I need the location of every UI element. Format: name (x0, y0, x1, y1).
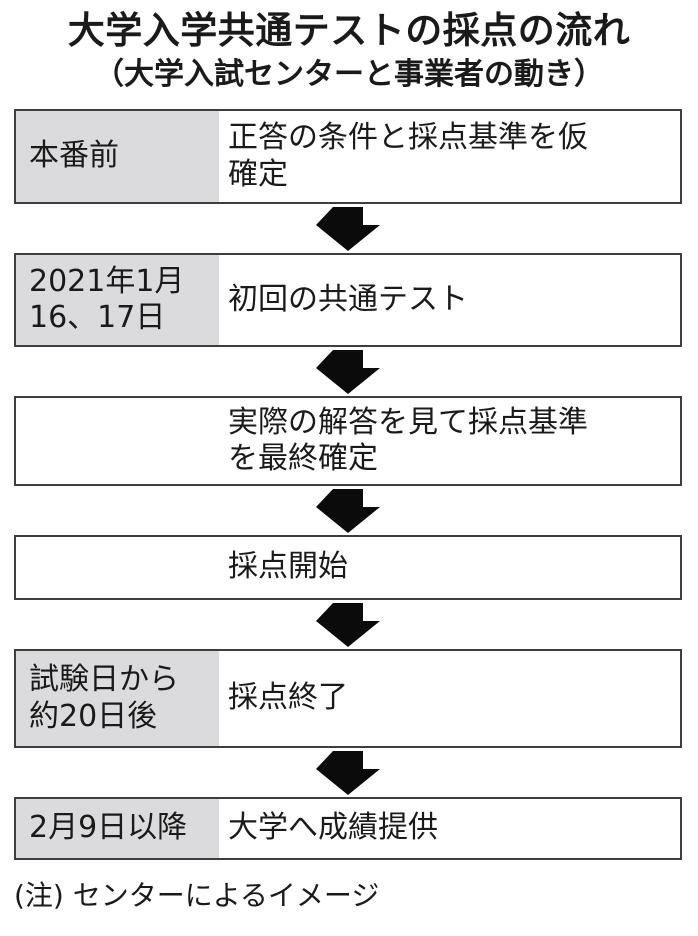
footnote: (注) センターによるイメージ (14, 879, 380, 913)
step-action-text: 採点開始 (228, 549, 348, 585)
step-period-label: 試験日から 約20日後 (16, 651, 219, 747)
step-action-text: 正答の条件と採点基準を仮 確定 (228, 120, 588, 192)
down-arrow-icon (14, 347, 682, 396)
flow-step-pretest: 本番前 正答の条件と採点基準を仮 確定 (14, 109, 682, 205)
down-arrow-icon (14, 600, 682, 649)
step-action-text: 実際の解答を見て採点基準 を最終確定 (228, 404, 588, 477)
page-subtitle: （大学入試センターと事業者の動き） (94, 57, 604, 93)
down-arrow-icon (14, 204, 682, 253)
down-arrow-icon (14, 486, 682, 535)
flow-step-finalize-criteria: 実際の解答を見て採点基準 を最終確定 (14, 396, 682, 487)
down-arrow-icon (14, 748, 682, 797)
step-action-text: 大学へ成績提供 (228, 810, 438, 846)
step-period-label (16, 537, 219, 598)
flow-step-provide-results: 2月9日以降 大学へ成績提供 (14, 797, 682, 861)
flow-step-first-test: 2021年1月 16、17日 初回の共通テスト (14, 253, 682, 348)
flow-step-scoring-start: 採点開始 (14, 535, 682, 601)
step-period-label (16, 398, 219, 484)
step-period-label: 本番前 (16, 111, 219, 203)
step-period-label: 2月9日以降 (16, 799, 219, 859)
page-title: 大学入学共通テストの採点の流れ (67, 9, 631, 52)
step-action-text: 採点終了 (228, 680, 348, 716)
flow-step-scoring-end: 試験日から 約20日後 採点終了 (14, 649, 682, 749)
step-action-text: 初回の共通テスト (228, 281, 468, 317)
flowchart: 本番前 正答の条件と採点基準を仮 確定 2021年1月 16、17日 初回の共通… (14, 109, 682, 861)
step-period-label: 2021年1月 16、17日 (16, 255, 219, 346)
